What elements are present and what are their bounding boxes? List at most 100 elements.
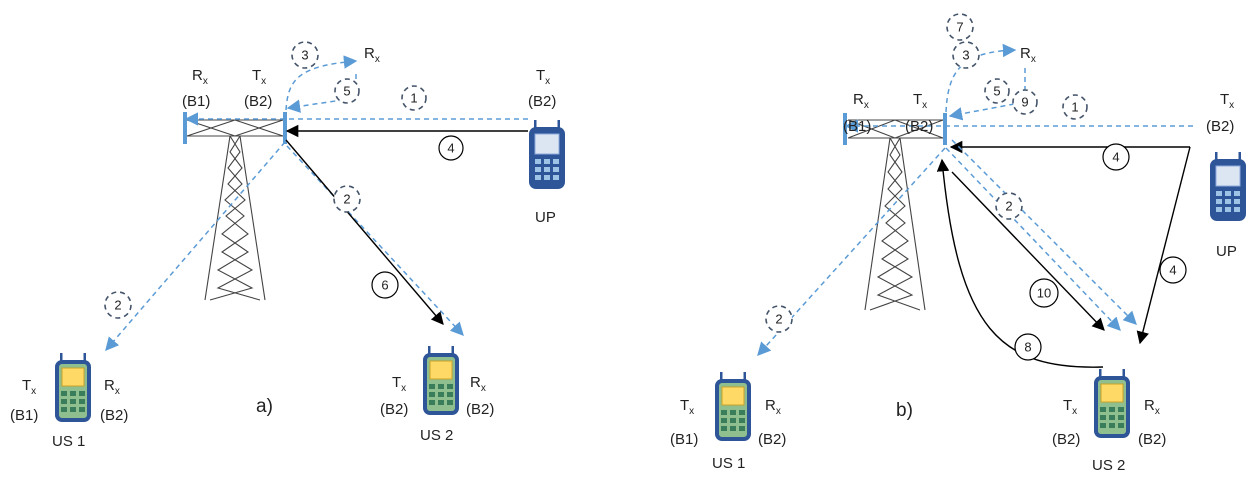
arrow-5-b	[948, 68, 1026, 121]
svg-text:Tx: Tx	[1220, 91, 1234, 111]
svg-text:Rx: Rx	[1020, 45, 1036, 65]
svg-text:US 1: US 1	[52, 433, 85, 450]
panel-label-a: a)	[256, 396, 273, 417]
base-station-tower-b	[843, 113, 947, 311]
panel-a: 1 3 5 4 2 2 6 Rx (B1)	[10, 41, 566, 450]
label-tx-b2-up-b: Tx (B2)	[1206, 91, 1234, 135]
label-rx-b1-a: Rx (B1)	[182, 67, 210, 110]
svg-text:Tx: Tx	[1063, 397, 1077, 417]
svg-text:Rx: Rx	[192, 67, 208, 87]
svg-text:(B2): (B2)	[244, 93, 272, 110]
panel-label-b: b)	[896, 400, 913, 421]
svg-text:(B2): (B2)	[100, 407, 128, 424]
svg-text:US 1: US 1	[712, 455, 745, 472]
arrow-2-us1-a	[105, 141, 286, 352]
svg-text:Tx: Tx	[252, 67, 266, 87]
svg-text:Rx: Rx	[364, 45, 380, 65]
secondary-user-2-phone-b: Tx (B2) Rx (B2) US 2	[1052, 368, 1166, 474]
svg-text:Tx: Tx	[392, 374, 406, 394]
step-1-b: 1	[1062, 94, 1088, 120]
step-2-a-top: 2	[333, 185, 361, 213]
primary-user-phone-b: UP	[1209, 151, 1247, 260]
step-3-a: 3	[291, 41, 319, 69]
arrow-2-us2-b-a	[945, 147, 1121, 331]
arrow-4-b-down	[1136, 146, 1191, 345]
svg-text:Tx: Tx	[680, 397, 694, 417]
svg-text:Rx: Rx	[765, 397, 781, 417]
svg-text:Rx: Rx	[470, 374, 486, 394]
antenna-tx-a	[283, 112, 287, 144]
svg-text:Tx: Tx	[536, 67, 550, 87]
svg-text:(B1): (B1)	[182, 93, 210, 110]
svg-text:Rx: Rx	[1144, 397, 1160, 417]
label-rx-b1-b: Rx (B1)	[843, 91, 871, 135]
svg-text:(B1): (B1)	[10, 407, 38, 424]
svg-text:UP: UP	[535, 209, 556, 226]
step-4-b-right: 4	[1159, 256, 1187, 284]
step-10-b: 10	[1029, 278, 1059, 308]
svg-text:(B2): (B2)	[1052, 431, 1080, 448]
antenna-tx-b	[943, 113, 947, 145]
svg-text:1: 1	[1071, 100, 1078, 115]
arrow-2-us1-b	[757, 147, 946, 357]
step-4-b-top: 4	[1102, 143, 1130, 171]
arrow-2-us2-a	[286, 145, 464, 336]
svg-text:Rx: Rx	[853, 91, 869, 111]
svg-text:(B2): (B2)	[758, 431, 786, 448]
step-2-a-left: 2	[104, 291, 132, 319]
svg-text:5: 5	[993, 84, 1000, 99]
step-4-a: 4	[438, 135, 464, 161]
step-3-b: 3	[952, 41, 980, 69]
panel-b: 7 3 5 9 1 4 4 2	[670, 13, 1247, 474]
svg-text:2: 2	[1005, 199, 1012, 214]
svg-text:(B2): (B2)	[380, 401, 408, 418]
svg-text:1: 1	[410, 91, 417, 106]
arrow-8-b	[936, 158, 1104, 368]
svg-text:Tx: Tx	[22, 377, 36, 397]
step-7-b: 7	[946, 13, 974, 41]
label-tx-b2-b: Tx (B2)	[905, 91, 933, 135]
svg-text:4: 4	[447, 141, 454, 156]
svg-text:6: 6	[381, 278, 388, 293]
svg-text:(B2): (B2)	[905, 118, 933, 135]
step-9-b: 9	[1012, 89, 1038, 115]
svg-text:4: 4	[1112, 150, 1119, 165]
step-8-b: 8	[1014, 333, 1042, 361]
svg-text:US 2: US 2	[420, 427, 453, 444]
base-station-tower-a	[183, 112, 287, 301]
svg-text:2: 2	[114, 298, 121, 313]
svg-text:7: 7	[956, 20, 963, 35]
svg-text:US 2: US 2	[1092, 457, 1125, 474]
label-rx-top-a: Rx	[364, 45, 380, 65]
svg-text:(B1): (B1)	[843, 118, 871, 135]
svg-text:(B2): (B2)	[1206, 118, 1234, 135]
svg-text:Rx: Rx	[104, 377, 120, 397]
svg-text:3: 3	[301, 48, 308, 63]
step-5-a: 5	[334, 78, 360, 104]
arrow-6-a	[285, 139, 444, 325]
step-1-a: 1	[401, 85, 427, 111]
step-2-b-left: 2	[765, 305, 793, 333]
primary-user-phone-a: UP	[528, 119, 566, 226]
svg-text:3: 3	[962, 48, 969, 63]
arrow-10-b	[951, 171, 1105, 331]
label-tx-b2-a: Tx (B2)	[244, 67, 272, 110]
arrow-2-us2-b-b	[951, 139, 1137, 325]
label-tx-b2-up-a: Tx (B2)	[528, 67, 556, 110]
step-5-b: 5	[984, 78, 1010, 104]
svg-text:8: 8	[1024, 340, 1031, 355]
svg-text:9: 9	[1021, 95, 1028, 110]
secondary-user-1-phone-b: Tx (B1) Rx (B2) US 1	[670, 371, 786, 472]
svg-text:(B2): (B2)	[1138, 431, 1166, 448]
step-6-a: 6	[371, 271, 399, 299]
svg-text:(B2): (B2)	[466, 401, 494, 418]
svg-text:4: 4	[1169, 263, 1176, 278]
svg-text:(B2): (B2)	[528, 93, 556, 110]
antenna-rx-a	[183, 112, 187, 144]
svg-text:(B1): (B1)	[670, 431, 698, 448]
svg-text:2: 2	[775, 312, 782, 327]
step-2-b-right: 2	[995, 192, 1023, 220]
svg-text:Tx: Tx	[913, 91, 927, 111]
label-rx-top-b: Rx	[1020, 45, 1036, 65]
svg-text:UP: UP	[1216, 243, 1237, 260]
